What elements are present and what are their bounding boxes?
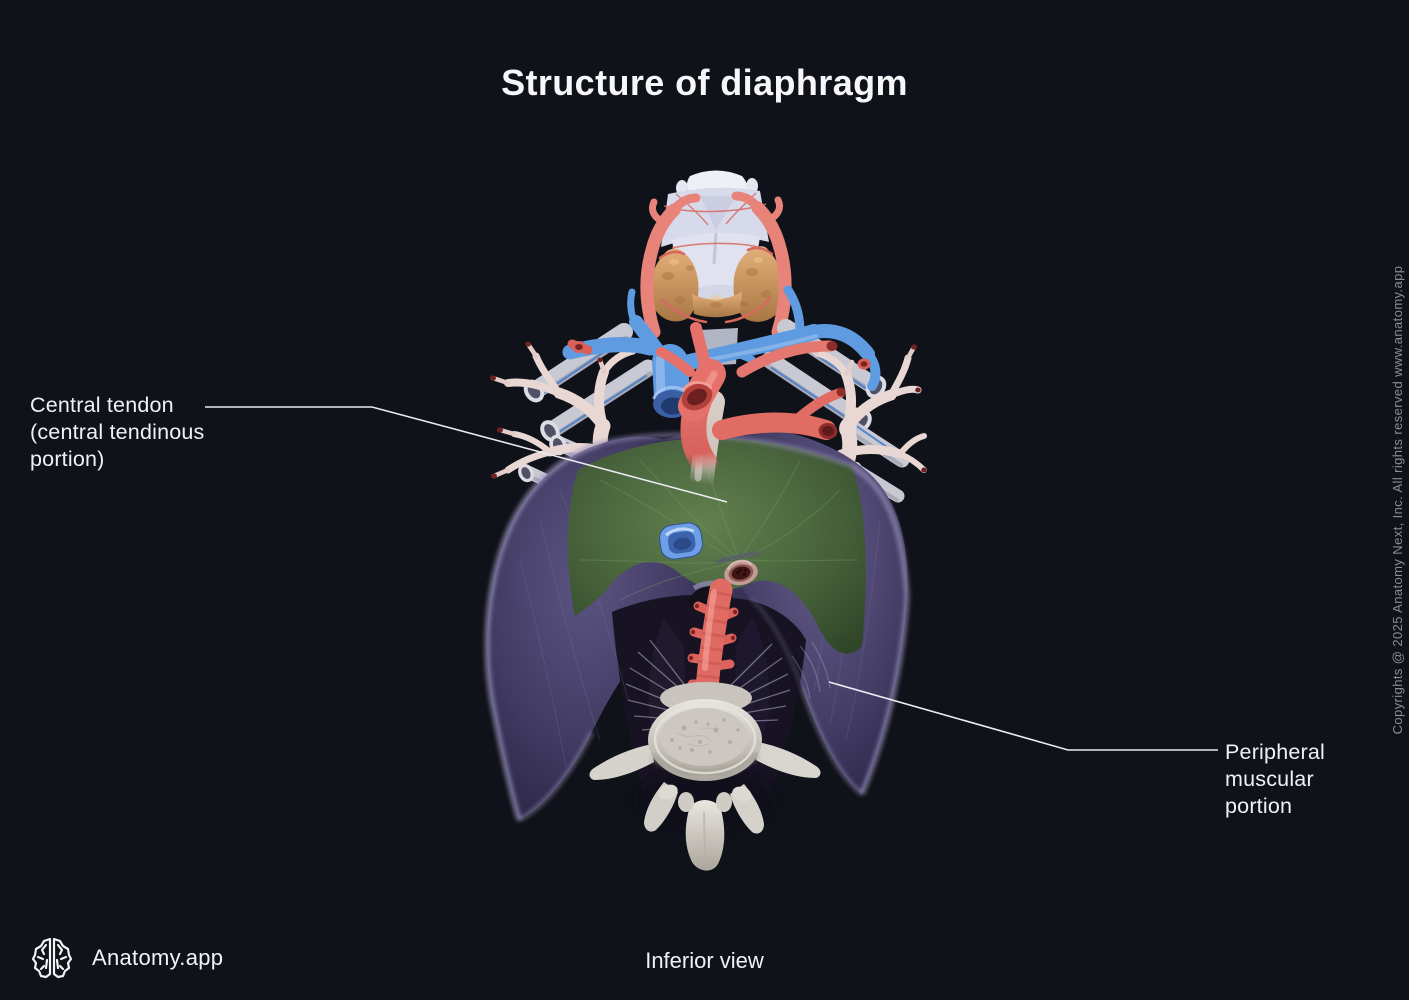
label-peripheral-muscular-portion: Peripheral muscular portion (1225, 739, 1325, 820)
arteries (567, 322, 871, 477)
copyright-text: Copyrights @ 2025 Anatomy Next, Inc. All… (1390, 265, 1405, 735)
brand-name: Anatomy.app (92, 945, 224, 970)
brain-icon (31, 937, 73, 979)
leader-lines (205, 406, 1218, 751)
label-central-tendon: Central tendon (central tendinous portio… (30, 392, 205, 473)
view-label: Inferior view (645, 948, 764, 973)
leader-line-central-tendon (205, 406, 728, 503)
bronchial-tree-left (490, 341, 648, 479)
carotid-arteries (640, 191, 792, 339)
label-line: Central tendon (30, 393, 174, 417)
label-line: muscular (1225, 767, 1314, 791)
diaphragm-peripheral-muscular-portion (484, 426, 910, 871)
brand: Anatomy.app (28, 934, 223, 982)
page-title: Structure of diaphragm (501, 62, 908, 104)
leader-line-peripheral-muscular (828, 681, 1218, 751)
caval-opening (659, 522, 703, 560)
aortic-arch-cut (678, 359, 726, 421)
label-line: (central tendinous (30, 420, 205, 444)
label-line: portion (1225, 794, 1293, 818)
thyroid-gland (649, 246, 785, 322)
label-line: Peripheral (1225, 740, 1325, 764)
central-tendon-region (567, 437, 866, 654)
lumbar-vertebra (589, 682, 821, 871)
label-line: portion) (30, 447, 105, 471)
esophageal-hiatus (714, 551, 761, 586)
